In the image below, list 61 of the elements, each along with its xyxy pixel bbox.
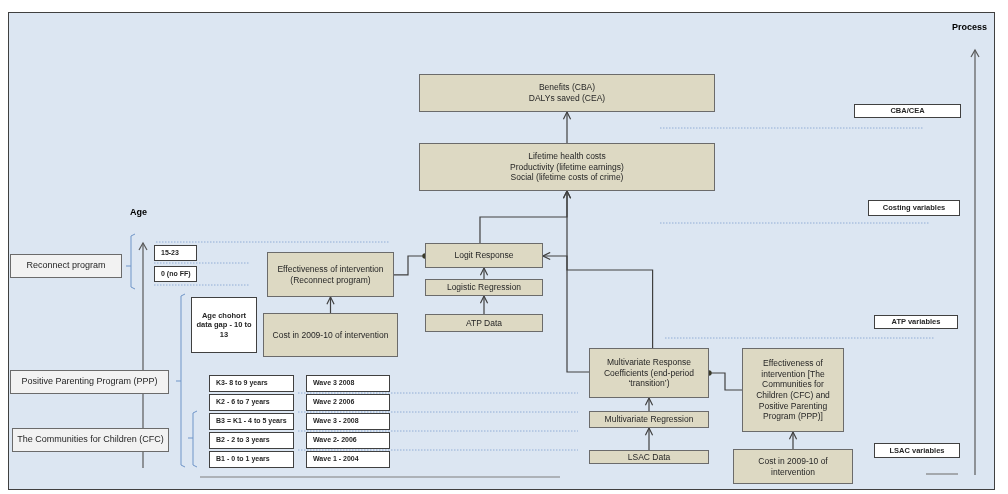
data-box [209, 432, 294, 449]
data-box [209, 413, 294, 430]
box-text: Multivariate Response Coefficients (end-period ‘transition’) [602, 357, 696, 389]
process-box [733, 449, 853, 484]
process-box [425, 279, 543, 296]
process-box [589, 348, 709, 398]
box-text: ATP Data [464, 317, 504, 329]
axis-label: Age [130, 207, 147, 217]
process-box [425, 243, 543, 268]
box-text: Logistic Regression [445, 282, 523, 293]
box-text: Cost in 2009-10 of intervention [271, 329, 390, 341]
connector-arrow [479, 295, 489, 315]
data-box [209, 394, 294, 411]
data-box [154, 245, 197, 261]
process-box [425, 314, 543, 332]
data-box [868, 200, 960, 216]
data-box [874, 315, 958, 329]
process-box [742, 348, 844, 432]
box-text: Logit Response [453, 250, 515, 261]
box-text: Social (lifetime costs of crime) [509, 172, 625, 183]
connector-arrow [788, 431, 798, 450]
program-box [10, 370, 169, 394]
data-box [191, 297, 257, 353]
box-text: LSAC Data [626, 451, 672, 463]
axis-label: Process [952, 22, 988, 32]
process-box [589, 450, 709, 464]
data-box [854, 104, 961, 118]
box-text: Positive Parenting Program (PPP) [20, 376, 159, 388]
box-text: Lifetime health costs [527, 151, 607, 162]
connector-arrow [542, 251, 654, 349]
connector-arrow [562, 190, 590, 373]
box-text: Productivity (lifetime earnings) [509, 161, 625, 173]
data-box [306, 394, 390, 411]
data-box [306, 413, 390, 430]
connector-arrow [644, 397, 654, 412]
program-box [12, 428, 169, 452]
box-text: DALYs saved (CEA) [527, 93, 607, 104]
connector-arrow [326, 296, 335, 314]
connector-arrow [562, 111, 572, 144]
process-box [589, 411, 709, 428]
box-text: Multivariate Regression [603, 414, 695, 425]
connector-arrow [644, 427, 654, 451]
data-box [209, 451, 294, 468]
data-box [209, 375, 294, 392]
data-box [306, 451, 390, 468]
program-box [10, 254, 122, 278]
process-box [263, 313, 398, 357]
process-box [419, 143, 715, 191]
process-box [419, 74, 715, 112]
box-text: Effectiveness of intervention (Reconnect program) [276, 263, 385, 286]
data-box [306, 375, 390, 392]
box-text: Benefits (CBA) [537, 82, 597, 93]
box-text: Reconnect program [25, 260, 107, 272]
data-box [874, 443, 960, 458]
process-box [267, 252, 394, 297]
connector-arrow [479, 267, 489, 280]
box-text: The Communities for Children (CFC) [16, 434, 165, 446]
data-box [306, 432, 390, 449]
box-text: Cost in 2009-10 of intervention [757, 455, 829, 478]
box-text: Effectiveness of intervention [The Communities for Children (CFC) and Positive Parenting Program (PPP)] [755, 358, 831, 422]
data-box [154, 266, 197, 282]
